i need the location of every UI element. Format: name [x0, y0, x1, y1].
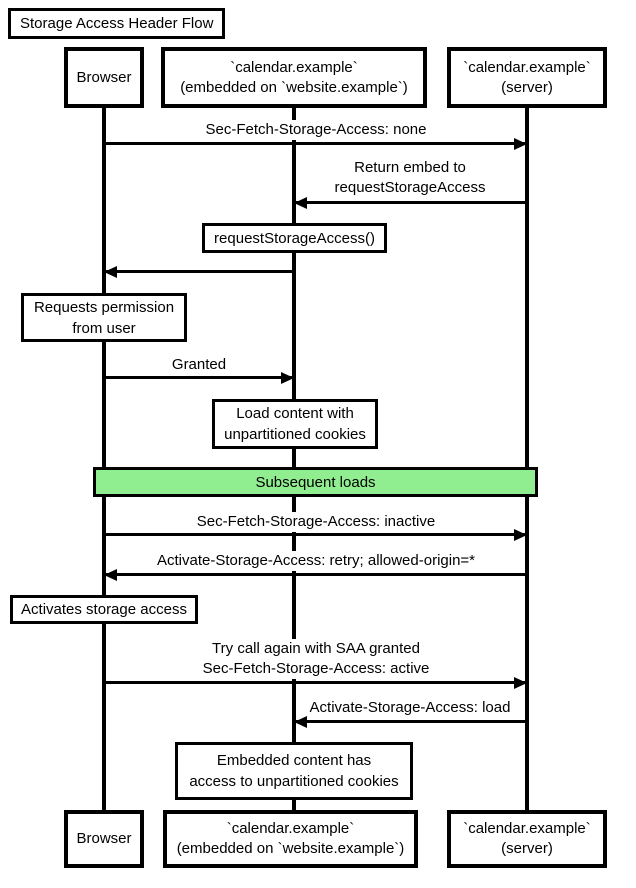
lifeline-server	[525, 108, 529, 810]
participant-browser-top: Browser	[64, 47, 144, 108]
arrowhead-left-icon	[104, 568, 117, 581]
arrowhead-right-icon	[514, 137, 527, 150]
divider-subsequent-loads: Subsequent loads	[93, 467, 538, 497]
lifeline-embed	[292, 108, 296, 810]
divider-label: Subsequent loads	[255, 473, 376, 491]
note-embedded-content: Embedded content has access to unpartiti…	[175, 742, 413, 800]
label-activate-load: Activate-Storage-Access: load	[306, 698, 514, 718]
note-activates-storage-access: Activates storage access	[10, 595, 198, 624]
arrow-return-embed	[294, 196, 527, 209]
participant-server-top: `calendar.example` (server)	[447, 47, 607, 108]
arrowhead-right-icon	[514, 528, 527, 541]
participant-embed-top: `calendar.example` (embedded on `website…	[161, 47, 427, 108]
label-sec-fetch-none: Sec-Fetch-Storage-Access: none	[202, 120, 430, 140]
arrow-sec-fetch-inactive	[104, 528, 527, 541]
arrow-granted	[104, 371, 294, 384]
arrow-sec-fetch-none	[104, 137, 527, 150]
label-granted: Granted	[168, 355, 230, 375]
arrow-activate-retry	[104, 568, 527, 581]
label-try-again-active: Try call again with SAA granted Sec-Fetc…	[199, 639, 433, 679]
participant-server-bottom: `calendar.example` (server)	[447, 810, 607, 868]
diagram-title: Storage Access Header Flow	[8, 8, 226, 39]
label-activate-retry: Activate-Storage-Access: retry; allowed-…	[153, 551, 479, 571]
lifeline-browser	[102, 108, 106, 810]
note-request-storage-access: requestStorageAccess()	[202, 223, 387, 253]
arrowhead-left-icon	[294, 715, 307, 728]
note-load-content: Load content with unpartitioned cookies	[212, 399, 378, 449]
arrow-try-again-active	[104, 676, 527, 689]
arrowhead-left-icon	[104, 265, 117, 278]
arrowhead-right-icon	[514, 676, 527, 689]
label-sec-fetch-inactive: Sec-Fetch-Storage-Access: inactive	[193, 512, 439, 532]
arrow-activate-load	[294, 715, 527, 728]
note-requests-permission: Requests permission from user	[21, 293, 187, 342]
arrow-request-storage-access	[104, 265, 294, 278]
arrowhead-left-icon	[294, 196, 307, 209]
label-return-embed: Return embed to requestStorageAccess	[331, 158, 489, 198]
arrowhead-right-icon	[281, 371, 294, 384]
participant-embed-bottom: `calendar.example` (embedded on `website…	[163, 810, 418, 868]
participant-browser-bottom: Browser	[64, 810, 144, 868]
